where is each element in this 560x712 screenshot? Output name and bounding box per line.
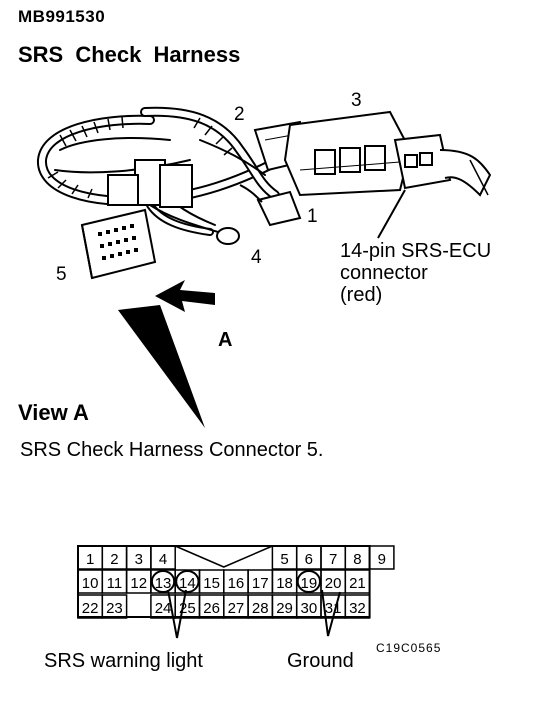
pin-cell: [101, 594, 128, 619]
pin-number: 19: [301, 575, 318, 592]
pin-number: 9: [378, 551, 386, 568]
ground-label: Ground: [287, 650, 354, 672]
view-subtitle: SRS Check Harness Connector 5.: [20, 439, 324, 461]
pin-number: 13: [155, 575, 172, 592]
pin-number: 20: [325, 575, 342, 592]
pin-number: 11: [107, 575, 123, 592]
ground-leader: [321, 589, 341, 637]
pin-number: 2: [110, 551, 118, 568]
pin-number: 18: [276, 575, 293, 592]
pin-number: 4: [159, 551, 167, 568]
callout-2: 2: [234, 104, 245, 125]
pin-number: 21: [349, 575, 366, 592]
pin-number: 27: [228, 600, 245, 617]
pin-cell: [344, 569, 371, 594]
callout-3: 3: [351, 90, 362, 111]
pin-number: 3: [135, 551, 143, 568]
pin-number: 32: [349, 600, 366, 617]
figure-code: C19C0565: [376, 641, 442, 655]
ecu-label-line3: (red): [340, 284, 383, 306]
warning-light-label: SRS warning light: [44, 650, 203, 672]
pin-number: 6: [305, 551, 313, 568]
callout-5: 5: [56, 264, 67, 285]
pin-number: 10: [82, 575, 99, 592]
ecu-label-line2: connector: [340, 262, 428, 284]
pin-number: 5: [280, 551, 288, 568]
pin-number: 23: [106, 600, 123, 617]
pin-highlight: [150, 570, 176, 593]
ecu-connector-label: 14-pin SRS-ECU connector (red): [340, 240, 491, 306]
pin-number: 8: [353, 551, 361, 568]
pin-number: 30: [301, 600, 318, 617]
pin-number: 7: [329, 551, 337, 568]
part-number: MB991530: [18, 7, 106, 26]
connector-key: [174, 545, 273, 568]
pin-number: 16: [228, 575, 245, 592]
warning-light-leader: [167, 589, 187, 639]
pin-cell: [150, 545, 176, 570]
pin-number: 26: [203, 600, 220, 617]
pin-number: 17: [252, 575, 269, 592]
pin-number: 12: [130, 575, 147, 592]
pin-number: 1: [86, 551, 94, 568]
pin-number: 15: [203, 575, 220, 592]
arrow-a-label: A: [218, 329, 233, 351]
pin-cell: [344, 594, 371, 619]
pin-number: 22: [82, 600, 99, 617]
pin-cell: [368, 545, 395, 570]
ecu-label-line1: 14-pin SRS-ECU: [340, 240, 492, 262]
pin-highlight: [296, 570, 322, 593]
pin-number: 14: [179, 575, 196, 592]
pin-number: 24: [155, 600, 172, 617]
callout-1: 1: [307, 206, 318, 227]
diagram-title: SRS Check Harness: [18, 42, 241, 67]
pin-number: 29: [276, 600, 293, 617]
view-title: View A: [18, 400, 89, 425]
callout-4: 4: [251, 247, 262, 268]
pin-number: 28: [252, 600, 269, 617]
pin-highlight: [175, 570, 200, 593]
